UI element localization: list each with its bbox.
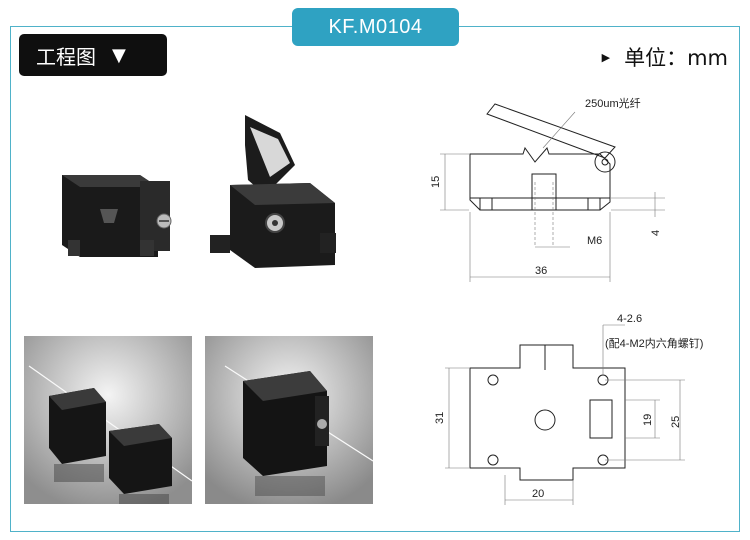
lever-outline (486, 103, 616, 159)
model-number-tab: KF.M0104 (292, 8, 459, 46)
triangle-down-icon[interactable]: ▼ (112, 44, 126, 66)
top-view-drawing: 4-2.6 (配4-M2内六角螺钉) 31 19 25 20 (434, 313, 703, 505)
unit-label: ▶ 单位：mm (602, 42, 728, 72)
unit-text: 单位：mm (624, 46, 728, 70)
dim-side-screw: M6 (587, 235, 602, 247)
dim-side-step: 4 (650, 230, 662, 236)
hole-spec-note: (配4-M2内六角螺钉) (605, 336, 703, 350)
fiber-callout: 250um光纤 (585, 96, 641, 110)
dim-side-height: 15 (430, 176, 442, 188)
product-photo-top (62, 115, 336, 268)
hole-spec-label: 4-2.6 (617, 313, 642, 325)
section-title: 工程图 (36, 44, 96, 69)
product-photo-fiber-1 (24, 336, 192, 504)
dim-top-height: 31 (434, 412, 446, 424)
clamp-open-image (210, 115, 336, 268)
side-view-drawing: 250um光纤 15 4 M6 36 (430, 96, 665, 282)
triangle-right-icon: ▶ (601, 50, 611, 64)
dim-top-width: 20 (532, 488, 544, 500)
dim-top-hole-pitch: 25 (670, 416, 682, 428)
clamp-closed-image (62, 175, 172, 257)
dim-side-width: 36 (535, 265, 547, 277)
section-dropdown[interactable]: 工程图 ▼ (19, 34, 167, 76)
dim-top-inner: 19 (642, 414, 654, 426)
product-photo-fiber-2 (205, 336, 373, 504)
